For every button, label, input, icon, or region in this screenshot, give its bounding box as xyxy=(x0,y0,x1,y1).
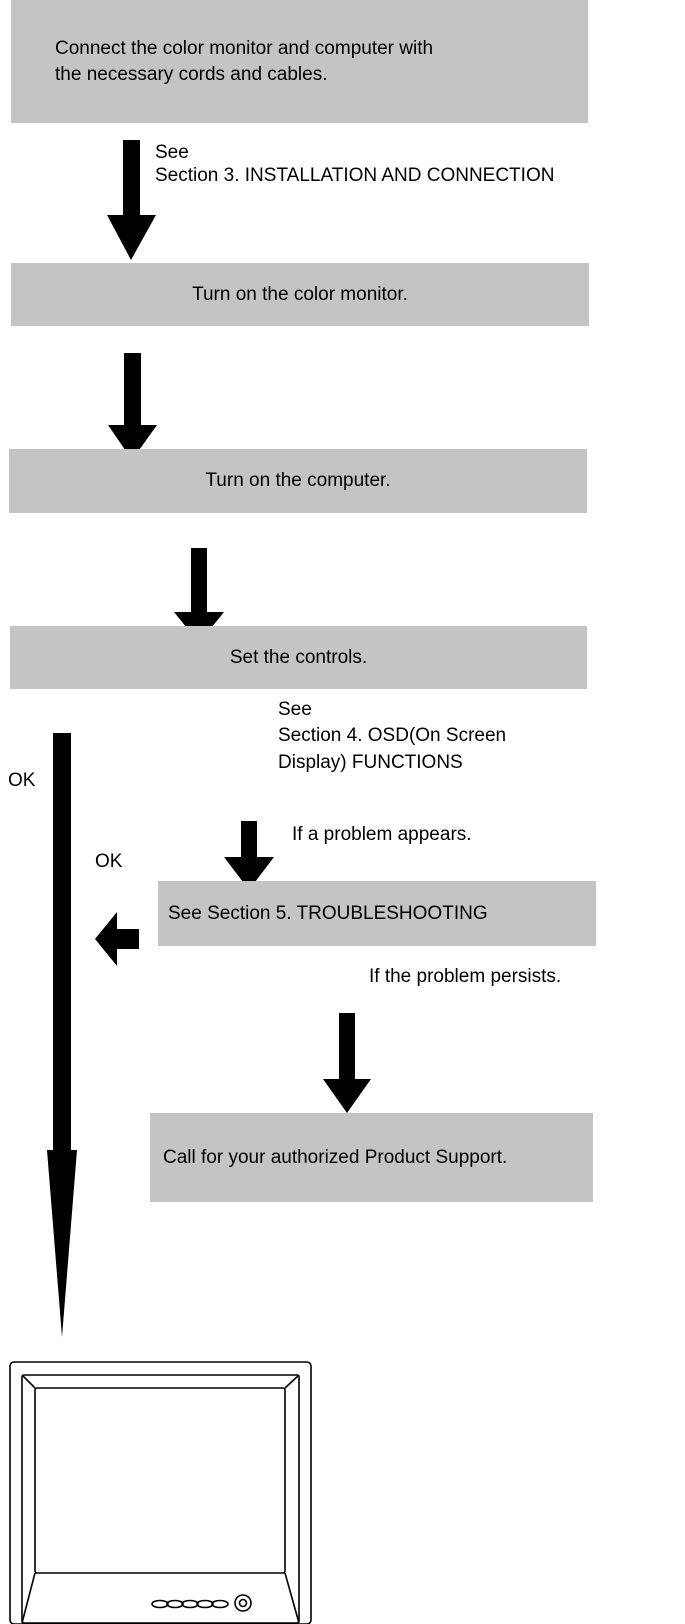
label-ok-side: OK xyxy=(95,851,123,872)
note-problem-appears: If a problem appears. xyxy=(292,824,472,845)
note-section4-line1: Section 4. OSD(On Screen xyxy=(278,725,507,746)
step-troubleshooting-box: See Section 5. TROUBLESHOOTING xyxy=(158,881,596,946)
step-troubleshooting-text: See Section 5. TROUBLESHOOTING xyxy=(168,902,488,924)
step-set-controls-text: Set the controls. xyxy=(229,646,368,668)
arrow-ok-main xyxy=(47,733,77,1337)
note-section4-line2: Display) FUNCTIONS xyxy=(278,752,463,773)
step-monitor-on-box: Turn on the color monitor. xyxy=(11,263,589,326)
arrow-down-4 xyxy=(224,821,274,890)
note-see-1: See xyxy=(155,142,189,163)
step-monitor-on-text: Turn on the color monitor. xyxy=(192,283,408,305)
arrow-down-5 xyxy=(323,1013,371,1113)
step-support-box: Call for your authorized Product Support… xyxy=(150,1113,593,1202)
arrow-down-1 xyxy=(107,140,156,260)
note-problem-persists: If the problem persists. xyxy=(369,966,562,987)
step-set-controls-box: Set the controls. xyxy=(10,626,587,689)
step-connect-text: Connect the color monitor and computer w… xyxy=(55,37,434,85)
note-see-2: See xyxy=(278,699,312,720)
step-support-text: Call for your authorized Product Support… xyxy=(163,1146,508,1168)
arrow-left-ok xyxy=(95,912,139,966)
note-section3: Section 3. INSTALLATION AND CONNECTION xyxy=(155,165,555,186)
step-connect-box: Connect the color monitor and computer w… xyxy=(11,0,588,123)
monitor-icon xyxy=(9,1361,312,1624)
step-computer-on-box: Turn on the computer. xyxy=(9,449,587,513)
arrow-down-2 xyxy=(108,353,157,460)
step-computer-on-text: Turn on the computer. xyxy=(205,470,391,491)
label-ok-main: OK xyxy=(8,770,36,791)
arrow-down-3 xyxy=(174,548,224,643)
